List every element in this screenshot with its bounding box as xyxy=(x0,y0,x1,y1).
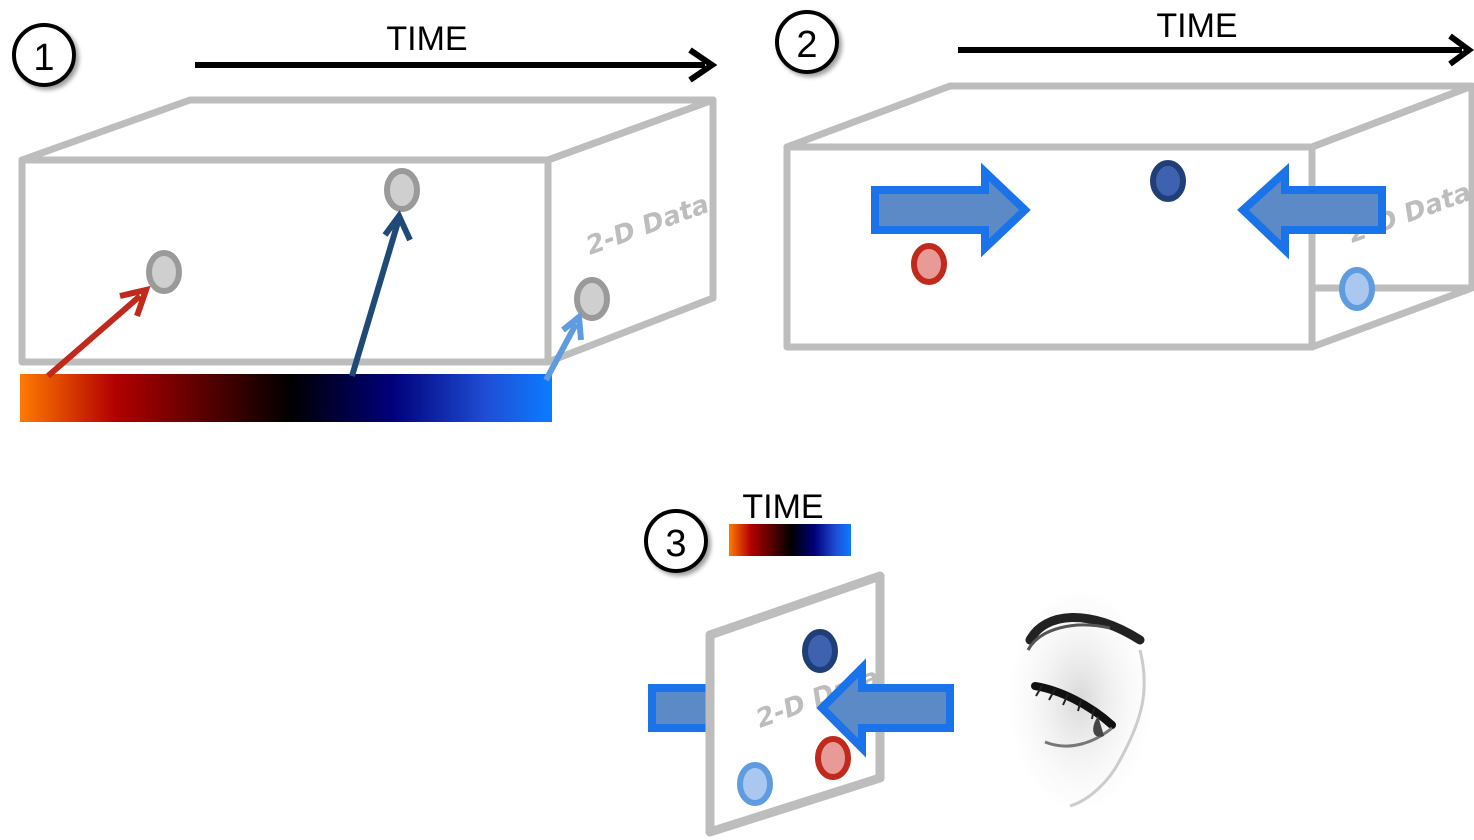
eye-icon xyxy=(1010,590,1150,810)
sample-dot-gray xyxy=(384,168,420,212)
arrow-stub-3 xyxy=(648,684,718,732)
arrow-right-2 xyxy=(871,162,1031,258)
projection-arrow-light-blue xyxy=(543,311,584,382)
step-number-1: 1 xyxy=(33,37,54,79)
time-color-bar-1 xyxy=(20,374,552,422)
time-label-1: TIME xyxy=(386,20,467,58)
projection-arrow-dark-blue xyxy=(349,210,413,377)
sample-dot-light-blue xyxy=(1339,267,1375,311)
sample-dot-gray xyxy=(574,277,610,321)
sample-dot-gray xyxy=(146,250,182,294)
data-cube-1 xyxy=(18,96,717,366)
time-arrow-1: TIME xyxy=(195,20,718,83)
face-label-1: 2-D Data xyxy=(582,189,713,261)
sample-dot-dark-blue xyxy=(1150,160,1186,202)
sample-dot-red xyxy=(911,243,947,285)
step-badge-2: 2 xyxy=(775,10,839,74)
projection-arrow-red xyxy=(46,285,151,379)
time-label-3: TIME xyxy=(742,488,823,526)
data-cube-2 xyxy=(783,82,1474,351)
step-number-2: 2 xyxy=(796,24,817,66)
time-color-bar-3 xyxy=(729,524,851,556)
arrow-left-2 xyxy=(1237,162,1386,260)
sample-dot-light-blue xyxy=(737,762,773,806)
panel-2: 2 TIME 2-D Data xyxy=(775,7,1474,351)
step-badge-3: 3 xyxy=(644,509,708,573)
sample-dot-red xyxy=(815,736,851,780)
panel-3: 3 TIME 2-D Data xyxy=(644,488,1150,837)
panel-1: 1 TIME 2-D Data xyxy=(12,20,718,422)
step-number-3: 3 xyxy=(665,523,686,565)
step-badge-1: 1 xyxy=(12,23,76,87)
arrow-left-3 xyxy=(816,658,954,758)
time-arrow-2: TIME xyxy=(958,7,1474,67)
time-label-2: TIME xyxy=(1156,7,1237,45)
sample-dot-dark-blue xyxy=(802,629,838,673)
